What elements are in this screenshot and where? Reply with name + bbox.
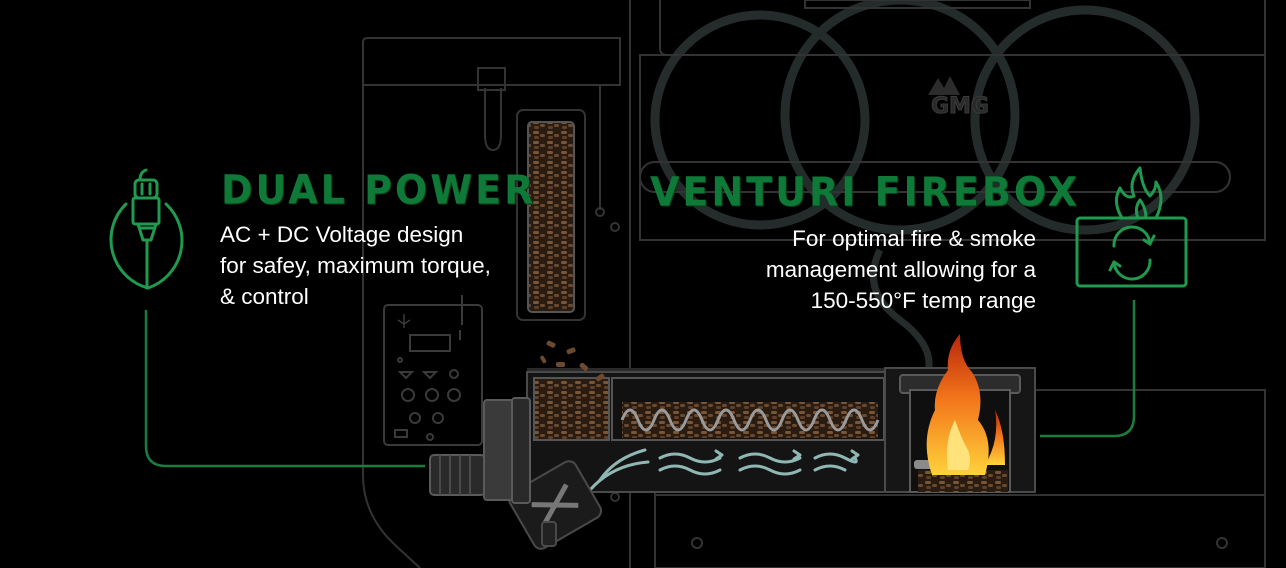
power-plug-icon <box>109 168 184 290</box>
dual-power-description: AC + DC Voltage design for safey, maximu… <box>220 219 491 312</box>
hopper-window <box>527 121 575 313</box>
dual-power-desc-line: & control <box>220 284 309 309</box>
grill-logo: GMG <box>928 76 990 120</box>
dual-power-title: DUAL POWER <box>221 166 537 214</box>
hopper-outline <box>362 37 621 568</box>
callout-lines <box>144 300 1136 468</box>
venturi-desc-line: management allowing for a <box>765 257 1036 282</box>
auger-assembly <box>429 368 886 550</box>
controller-panel <box>383 295 483 446</box>
firebox-flames <box>926 334 1005 475</box>
venturi-desc-line: For optimal fire & smoke <box>792 226 1036 251</box>
firebox-cycle-icon <box>1075 166 1188 288</box>
smoke-swirl <box>650 0 1200 382</box>
dual-power-desc-line: for safey, maximum torque, <box>220 253 491 278</box>
venturi-firebox-description: For optimal fire & smoke management allo… <box>766 223 1036 316</box>
venturi-firebox-title: VENTURI FIREBOX <box>650 168 1081 216</box>
svg-text:GMG: GMG <box>931 94 989 119</box>
venturi-desc-line: 150-550°F temp range <box>810 288 1036 313</box>
falling-pellets <box>540 340 605 382</box>
dual-power-desc-line: AC + DC Voltage design <box>220 222 464 247</box>
